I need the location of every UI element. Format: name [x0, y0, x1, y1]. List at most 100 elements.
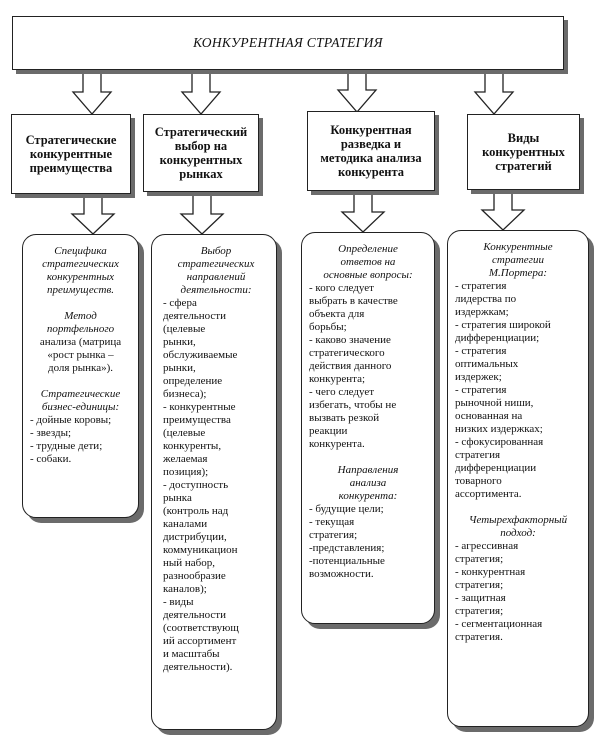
list-item: стратегия; — [455, 553, 504, 565]
list-item: рынки, — [163, 362, 196, 374]
section-text: Четырехфакторный — [468, 514, 568, 526]
arrow-mid-2 — [179, 191, 225, 235]
header-text: Стратегические конкурентные преимущества — [25, 133, 117, 175]
list-item: выбрать в качестве — [309, 295, 398, 307]
list-item: - защитная — [455, 592, 506, 604]
list-item: желаемая — [163, 453, 208, 465]
list-item: - каково значение — [309, 334, 391, 346]
list-item: - стратегия — [455, 280, 507, 292]
section-text: стратегических — [177, 258, 255, 270]
section-text: деятельности: — [180, 284, 252, 296]
list-item: - кого следует — [309, 282, 374, 294]
list-item: разнообразие — [163, 570, 226, 582]
list-item: ассортимента. — [455, 488, 522, 500]
section-text: Метод — [64, 310, 97, 322]
list-item: объекта для — [309, 308, 365, 320]
list-item: избегать, чтобы не — [309, 399, 397, 411]
list-item: - текущая — [309, 516, 355, 528]
list-item: - агрессивная — [455, 540, 519, 552]
main-title: КОНКУРЕНТНАЯ СТРАТЕГИЯ — [193, 35, 383, 50]
list-item: борьбы; — [309, 321, 347, 333]
list-item: товарного — [455, 475, 502, 487]
list-item: оптимальных — [455, 358, 519, 370]
list-item: реакции — [309, 425, 348, 437]
header-competitive-advantages: Стратегические конкурентные преимущества — [11, 114, 131, 194]
section-text: доля рынка»). — [47, 362, 113, 374]
list-item: - стратегия — [455, 345, 507, 357]
list-item: - чего следует — [309, 386, 375, 398]
list-item: возможности. — [309, 568, 374, 580]
list-item: дифференциации; — [455, 332, 540, 344]
header-strategic-choice: Стратегический выбор на конкурентных рын… — [143, 114, 259, 192]
list-item: преимущества — [163, 414, 231, 426]
list-item: вызвать резкой — [309, 412, 380, 424]
section-text: портфельного — [46, 323, 115, 335]
list-item: издержек; — [455, 371, 502, 383]
section-text: Стратегические — [40, 388, 121, 400]
spacer — [30, 375, 131, 388]
arrow-top-2 — [180, 69, 222, 115]
list-item: - сегментационная — [455, 618, 543, 630]
section-text: конкурентных — [46, 271, 115, 283]
section-text: направлений — [186, 271, 246, 283]
header-strategy-types: Виды конкурентных стратегий — [467, 114, 580, 190]
spacer — [455, 501, 581, 514]
list-item: коммуникацион — [163, 544, 238, 556]
list-item: - стратегия — [455, 384, 507, 396]
arrow-mid-4 — [480, 189, 526, 231]
list-item: каналами — [163, 518, 208, 530]
list-item: - собаки. — [30, 453, 72, 465]
list-item: издержкам; — [455, 306, 509, 318]
list-item: - дойные коровы; — [30, 414, 112, 426]
header-text: Виды конкурентных стратегий — [482, 131, 565, 173]
section-text: Выбор — [200, 245, 232, 257]
list-item: определение — [163, 375, 223, 387]
list-item: - конкурентные — [163, 401, 236, 413]
list-item: стратегия; — [455, 605, 504, 617]
list-item: рынки, — [163, 336, 196, 348]
list-item: (целевые — [163, 427, 206, 439]
section-text: «рост рынка – — [47, 349, 114, 361]
list-item: ный набор, — [163, 557, 216, 569]
section-text: преимуществ. — [47, 284, 114, 296]
list-item: каналов); — [163, 583, 207, 595]
list-item: стратегия; — [455, 579, 504, 591]
section-text: анализа — [349, 477, 387, 489]
section-text: подход: — [500, 527, 536, 539]
section-text: бизнес-единицы: — [41, 401, 120, 413]
list-item: - звезды; — [30, 427, 72, 439]
header-text: Стратегический выбор на конкурентных рын… — [154, 125, 248, 181]
list-item: действия данного — [309, 360, 392, 372]
section-text: ответов на — [340, 256, 396, 268]
list-item: (контроль над — [163, 505, 229, 517]
section-text: конкурента: — [338, 490, 398, 502]
list-item: низких издержках; — [455, 423, 543, 435]
arrow-mid-1 — [70, 194, 116, 235]
list-item: бизнеса); — [163, 388, 207, 400]
list-item: -представления; — [309, 542, 385, 554]
list-item: обслуживаемые — [163, 349, 238, 361]
list-item: - доступность — [163, 479, 229, 491]
list-item: стратегия — [455, 449, 501, 461]
list-item: деятельности — [163, 310, 226, 322]
list-item: ий ассортимент — [163, 635, 237, 647]
main-strategy-box: КОНКУРЕНТНАЯ СТРАТЕГИЯ — [12, 16, 564, 70]
list-item: рыночной ниши, — [455, 397, 534, 409]
section-text: основные вопросы: — [323, 269, 413, 281]
list-item: стратегия. — [455, 631, 503, 643]
list-item: - сфокусированная — [455, 436, 544, 448]
list-item: - виды — [163, 596, 194, 608]
section-text: Направления — [337, 464, 399, 476]
section-text: стратегии — [492, 254, 544, 266]
spacer — [309, 451, 427, 464]
list-item: дистрибуции, — [163, 531, 227, 543]
list-item: - сфера — [163, 297, 197, 309]
list-item: и масштабы — [163, 648, 220, 660]
header-competitive-intelligence: Конкурентная разведка и методика анализа… — [307, 111, 435, 191]
section-text: Конкурентные — [483, 241, 553, 253]
list-item: стратегия; — [309, 529, 358, 541]
